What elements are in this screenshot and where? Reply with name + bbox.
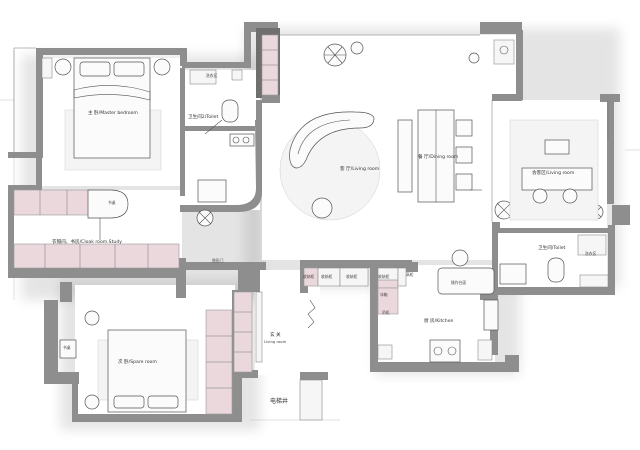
spare-room-furniture — [59, 310, 199, 413]
dining-furniture — [397, 109, 482, 203]
label-elevator: 电梯井 — [270, 397, 288, 405]
storage-cabinets — [317, 267, 407, 287]
kitchen-fixtures — [377, 249, 499, 363]
label-door-note: 隐形门 — [212, 258, 224, 263]
label-storage-3: 收纳柜 — [378, 274, 390, 279]
guest-room-furniture — [493, 39, 599, 221]
room-labels: 主 卧/Master bedroom 卫生间2/Toilet 客 厅/Livin… — [52, 109, 575, 405]
label-fridge: 冰箱 — [380, 292, 388, 297]
label-dining-room: 餐 厅/Dining room — [418, 153, 459, 160]
label-desk-2: 书桌 — [63, 345, 71, 350]
label-cloak-study: 衣帽间、书房/Cloak room.Study — [52, 238, 122, 245]
living-room-furniture — [196, 41, 604, 227]
entrance-details — [255, 291, 323, 421]
master-bedroom-furniture — [41, 57, 171, 240]
label-living-room: 客 厅/Living room — [340, 165, 380, 172]
cabinets — [13, 34, 399, 415]
label-storage-1: 收纳柜 — [321, 274, 333, 279]
label-toilet-2: 卫生间/Toilet — [538, 244, 566, 251]
label-study-desk: 书桌 — [108, 200, 116, 205]
label-island: 操作台面 — [451, 280, 466, 285]
label-toilet-1: 卫生间2/Toilet — [188, 113, 218, 120]
label-entrance-en: Living room — [264, 339, 287, 344]
toilet-1-fixtures — [189, 69, 255, 203]
label-cabinet-k: 高柜 — [406, 272, 414, 277]
label-storage-4: 收纳柜 — [303, 274, 315, 279]
label-pantry: 吊柜 — [382, 310, 390, 315]
label-spare-room: 次 卧/Spare room — [118, 358, 157, 365]
toilet-2-fixtures — [499, 234, 609, 288]
label-wash-area-1: 洗衣区 — [206, 73, 218, 78]
label-entrance: 玄 关 — [270, 331, 281, 338]
label-kitchen: 厨 房/Kitchen — [424, 317, 454, 324]
label-guest-room: 会客区/Living room — [532, 169, 575, 176]
label-master-bedroom: 主 卧/Master bedroom — [88, 109, 138, 116]
label-storage-2: 收纳柜 — [346, 274, 358, 279]
inner-lines — [13, 34, 609, 222]
label-wash-area-2: 洗衣区 — [585, 251, 597, 256]
small-labels: 洗衣区 洗衣区 书桌 隐形门 书桌 收纳柜 收纳柜 收纳柜 收纳柜 冰箱 吊柜 … — [63, 73, 597, 350]
